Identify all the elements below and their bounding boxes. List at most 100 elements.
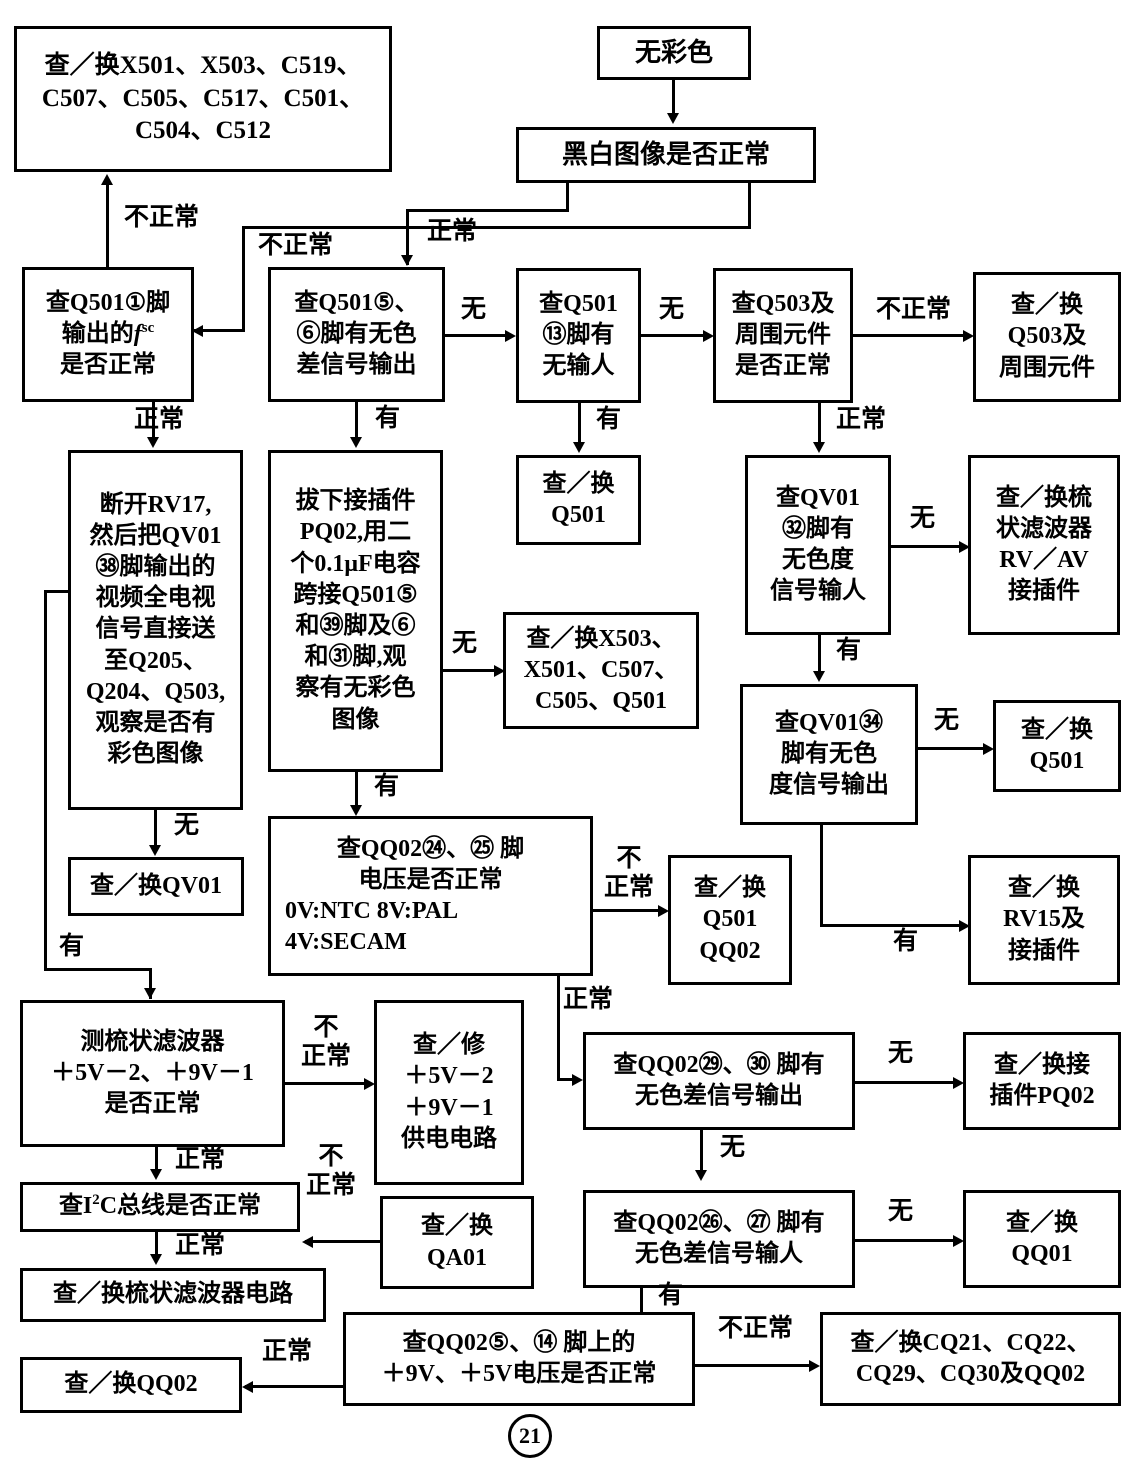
node-fix-qq02: 查／换QQ02 (20, 1357, 242, 1413)
node-line: 查QQ02㉙、㉚ 脚有 (613, 1051, 825, 1078)
node-line: 查Q501①脚 (45, 289, 171, 316)
node-line: 查／换梳 (996, 484, 1092, 511)
edge-segment (44, 590, 47, 970)
edge-label-have-6: 有 (59, 933, 85, 960)
node-line: PQ02,用二 (299, 519, 412, 546)
node-line: 拔下接插件 (295, 488, 416, 515)
arrow-head (953, 1235, 964, 1247)
node-line: 跨接Q501⑤ (293, 581, 418, 608)
edge-label-none-1: 无 (461, 296, 487, 323)
node-line: 是否正常 (104, 1091, 201, 1118)
node-line: Q501 (702, 906, 758, 933)
edge-label-line: 不 (318, 1143, 344, 1170)
node-line: C505、Q501 (535, 688, 667, 715)
node-line: 查／换梳状滤波器电路 (53, 1281, 293, 1308)
node-line: 断开RV17, (99, 491, 212, 518)
node-fix-q501-qq02: 查／换 Q501 QQ02 (668, 855, 792, 985)
node-line: 和㉛脚,观 (304, 644, 407, 671)
node-line: ⑥脚有无色 (296, 320, 417, 347)
node-line: 无彩色 (634, 38, 713, 68)
edge-segment (149, 968, 152, 999)
arrow-head (813, 442, 825, 453)
node-line: QQ01 (1011, 1241, 1073, 1267)
arrow-head (703, 330, 714, 342)
arrow-head (953, 1077, 964, 1089)
edge-label-have-7: 有 (658, 1282, 684, 1309)
node-line: ㉜脚有 (782, 515, 854, 542)
node-line: ＋9V、＋5V电压是否正常 (381, 1361, 657, 1387)
edge-segment (593, 909, 661, 912)
node-line: 查QQ02⑤、⑭ 脚上的 (402, 1329, 636, 1356)
node-line-fsc: 输出的fsc (61, 319, 155, 347)
node-line: 查／换QQ02 (64, 1371, 198, 1398)
edge-segment (818, 635, 821, 674)
edge-segment (406, 209, 569, 212)
edge-label-abnormal-6: 不 正常 (306, 1143, 356, 1201)
node-line: 查Q501 (539, 290, 618, 317)
edge-label-none-9: 无 (888, 1198, 914, 1225)
edge-label-none-2: 无 (659, 296, 685, 323)
arrow-head (667, 113, 679, 124)
node-line: QA01 (427, 1244, 487, 1271)
node-fix-qv01: 查／换QV01 (68, 857, 244, 916)
edge-segment (242, 226, 751, 229)
node-line: 脚有无色 (781, 740, 877, 767)
edge-label-abnormal-4: 不 正常 (604, 845, 654, 903)
node-line: 无色差信号输人 (635, 1241, 803, 1267)
node-fix-cq21: 查／换CQ21、CQ22、 CQ29、CQ30及QQ02 (820, 1312, 1121, 1406)
node-line: 查／换X501、X503、C519、 (44, 52, 362, 80)
node-line: RV15及 (1003, 906, 1085, 933)
arrow-head (350, 437, 362, 448)
node-line: 无色差信号输出 (635, 1083, 803, 1109)
node-fix-q501-b: 查／换 Q501 (993, 700, 1121, 792)
node-line: CQ29、CQ30及QQ02 (855, 1361, 1086, 1387)
edge-segment (566, 183, 569, 212)
arrow-head (242, 1381, 253, 1393)
edge-label-normal-2: 正常 (134, 406, 185, 433)
edge-label-abnormal-1: 不正常 (124, 204, 200, 231)
node-line: 查QV01㉞ (775, 709, 883, 736)
node-no-color: 无彩色 (597, 26, 751, 80)
arrow-head (401, 255, 413, 266)
edge-label-line: 不 (616, 845, 642, 872)
edge-label-none-4: 无 (934, 707, 960, 734)
node-comb-power-check: 测梳状滤波器 ＋5V－2、＋9V－1 是否正常 (20, 1000, 285, 1147)
edge-segment (44, 590, 70, 593)
fsc-subscript: sc (141, 319, 155, 336)
edge-label-none-8: 无 (720, 1134, 746, 1161)
node-fix-rv15: 查／换 RV15及 接插件 (968, 855, 1120, 985)
edge-label-normal-3: 正常 (836, 406, 887, 433)
node-line: 周围元件 (999, 354, 1095, 381)
edge-segment (640, 1288, 643, 1312)
node-fix-comb-rvav: 查／换梳 状滤波器 RV／AV 接插件 (968, 455, 1120, 635)
edge-segment (672, 80, 675, 116)
node-rv17-video-path: 断开RV17, 然后把QV01 ㊳脚输出的 视频全电视 信号直接送 至Q205、… (68, 450, 243, 810)
edge-segment (285, 1082, 367, 1085)
page-number: 21 (508, 1414, 552, 1458)
node-q503-check: 查Q503及 周围元件 是否正常 (713, 268, 853, 403)
edge-label-line: 正常 (301, 1042, 352, 1070)
node-bw-image-ok: 黑白图像是否正常 (516, 127, 816, 183)
node-line: 和㊴脚及⑥ (295, 613, 416, 639)
node-line: 查QV01 (776, 484, 860, 511)
node-line: 观察是否有 (95, 709, 216, 736)
arrow-head (809, 1360, 820, 1372)
node-line: 接插件 (1008, 578, 1080, 605)
node-fix-x501: 查／换X501、X503、C519、 C507、C505、C517、C501、 … (14, 26, 392, 172)
arrow-head (959, 541, 970, 553)
edge-label-have-4: 有 (893, 928, 919, 955)
arrow-head (813, 671, 825, 682)
edge-segment (245, 1385, 345, 1388)
edge-segment (152, 402, 155, 440)
edge-label-abnormal-7: 不正常 (718, 1315, 794, 1342)
node-line: 查／换X503、 (526, 625, 676, 652)
node-line: 状滤波器 (996, 515, 1092, 542)
edge-label-none-3: 无 (910, 505, 936, 532)
edge-segment (855, 1239, 955, 1242)
edge-segment (106, 185, 109, 269)
node-fix-pq02: 查／换接 插件PQ02 (963, 1032, 1121, 1130)
edge-label-line: 不 (313, 1014, 339, 1041)
node-fix-q501: 查／换 Q501 (516, 455, 641, 545)
node-line: 查Q503及 (731, 290, 835, 317)
